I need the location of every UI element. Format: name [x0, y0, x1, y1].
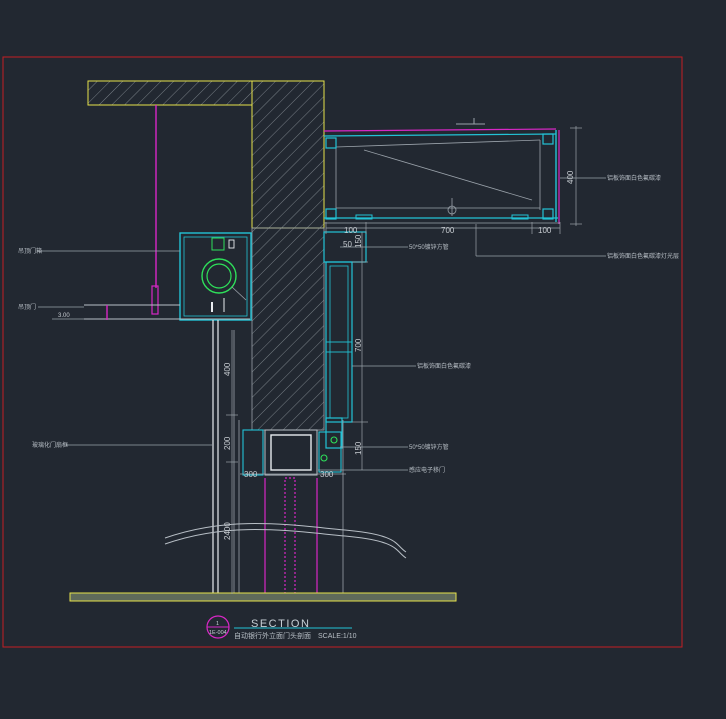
label-canopy-top: 铝板饰面白色氟碳漆	[607, 174, 661, 182]
sheet-number: 1E-004	[209, 630, 227, 636]
label-left-b: 吊顶门	[18, 303, 36, 311]
ceiling-slab	[87, 80, 253, 106]
title-subtitle: 自动银行外立面门头剖面	[234, 631, 311, 640]
dim-text: 3.00	[58, 313, 70, 319]
dim-text: 100	[538, 226, 552, 235]
label-tube-lower: 50*50镀锌方管	[409, 443, 449, 451]
floor	[69, 592, 457, 602]
label-left-a: 吊顶门箱	[18, 247, 42, 255]
label-left-c: 玻璃化门扇框	[32, 441, 68, 449]
dim-text: 2400	[223, 522, 232, 540]
dim-text: 50	[343, 240, 352, 249]
dim-text: 100	[344, 226, 358, 235]
door-box	[84, 105, 252, 321]
door-motor	[201, 237, 247, 312]
dim-text: 300	[244, 470, 258, 479]
dim-text: 700	[441, 226, 455, 235]
label-tube-upper: 50*50镀锌方管	[409, 243, 449, 251]
sensor-door-track	[242, 420, 344, 595]
dim-text: 200	[223, 436, 232, 450]
label-sensor-door: 感应电子移门	[409, 466, 445, 474]
label-panel-mid: 铝板饰面白色氟碳漆	[417, 362, 471, 370]
title-block: 1 1E-004 SECTION 自动银行外立面门头剖面 SCALE:1/10	[206, 615, 357, 640]
label-canopy-bottom: 铝板饰面白色氟碳漆灯光层	[607, 252, 679, 260]
dim-text: 150	[354, 441, 363, 455]
section-number: 1	[216, 621, 219, 627]
door-leaf	[212, 320, 240, 594]
dim-text: 300	[320, 470, 334, 479]
title-scale: SCALE:1/10	[318, 633, 357, 640]
dimension-lines	[52, 126, 582, 594]
dim-text: 400	[566, 170, 575, 184]
break-lines	[164, 523, 407, 559]
title-main: SECTION	[251, 618, 310, 630]
dim-text: 400	[223, 362, 232, 376]
leader-lines	[38, 177, 606, 471]
drawing-frame	[2, 56, 683, 648]
canopy-box	[323, 118, 560, 224]
dim-text: 150	[354, 234, 363, 248]
concrete-column	[251, 80, 325, 431]
dim-text: 700	[354, 338, 363, 352]
